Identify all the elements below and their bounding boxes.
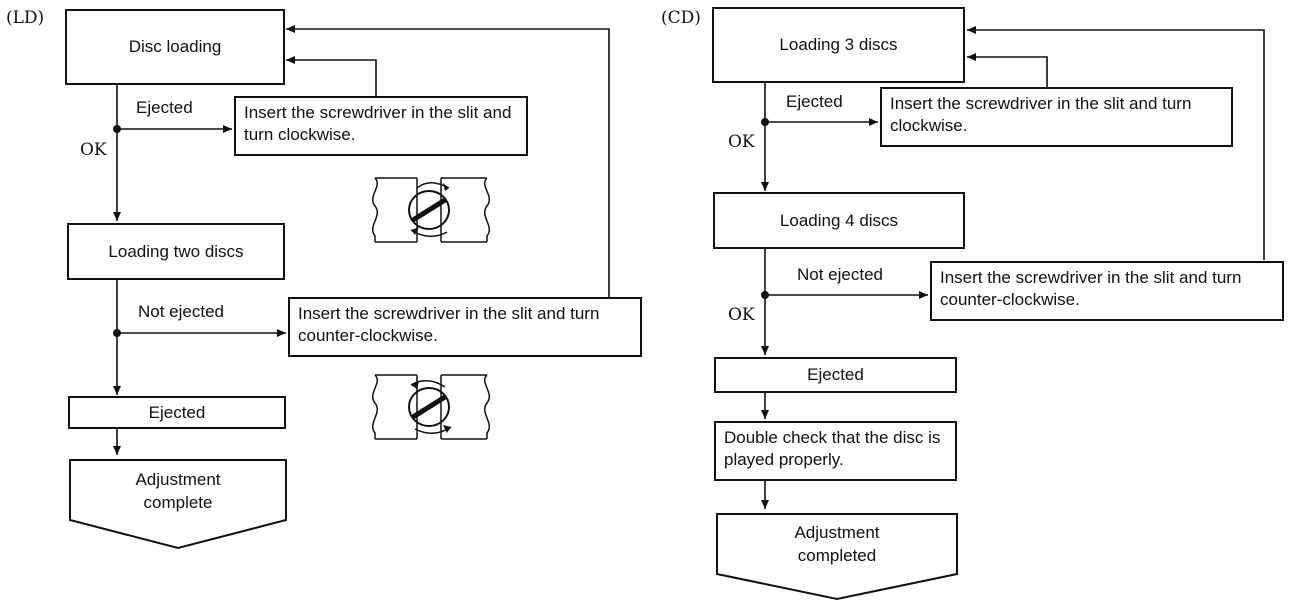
cd-end-text: Adjustment completed <box>794 523 880 565</box>
ld-return-counter <box>286 25 610 298</box>
ld-box-loading-two: Loading two discs <box>67 223 285 280</box>
cd-box-loading-4: Loading 4 discs <box>713 192 965 249</box>
cd-box-insert-clockwise: Insert the screwdriver in the slit and t… <box>880 87 1233 147</box>
ld-box-ejected: Ejected <box>68 396 286 429</box>
cd-junction-dot-2 <box>761 291 769 299</box>
cd-return-clockwise <box>967 53 1048 87</box>
ld-section-label: (LD) <box>6 8 45 28</box>
ld-label-ok: OK <box>80 140 107 160</box>
cd-section-label: (CD) <box>661 8 701 28</box>
cd-end-shape <box>716 513 958 601</box>
ld-box-insert-clockwise: Insert the screwdriver in the slit and t… <box>234 96 528 156</box>
cd-box-insert-counter: Insert the screwdriver in the slit and t… <box>930 261 1284 321</box>
cd-box-loading-3: Loading 3 discs <box>712 7 965 83</box>
cd-label-ejected: Ejected <box>786 92 843 111</box>
screwdriver-slot-clockwise-icon <box>372 177 490 243</box>
cd-label-ok-2: OK <box>728 305 755 325</box>
ld-label-ejected: Ejected <box>136 98 193 117</box>
ld-end-shape <box>69 459 287 550</box>
ld-end-text: Adjustment complete <box>135 470 221 512</box>
ld-label-not-ejected: Not ejected <box>138 302 224 321</box>
ld-box-insert-counter: Insert the screwdriver in the slit and t… <box>288 297 642 357</box>
ld-junction-dot-2 <box>113 329 121 337</box>
ld-return-clockwise <box>286 56 377 96</box>
cd-return-counter <box>967 26 1265 260</box>
ld-box-disc-loading: Disc loading <box>65 9 285 85</box>
cd-junction-dot-1 <box>761 118 769 126</box>
ld-junction-dot-1 <box>113 125 121 133</box>
cd-box-ejected: Ejected <box>714 357 957 393</box>
cd-label-ok-1: OK <box>728 132 755 152</box>
cd-box-double-check: Double check that the disc is played pro… <box>714 421 957 481</box>
screwdriver-slot-counter-clockwise-icon <box>372 374 490 440</box>
cd-label-not-ejected: Not ejected <box>797 265 883 284</box>
